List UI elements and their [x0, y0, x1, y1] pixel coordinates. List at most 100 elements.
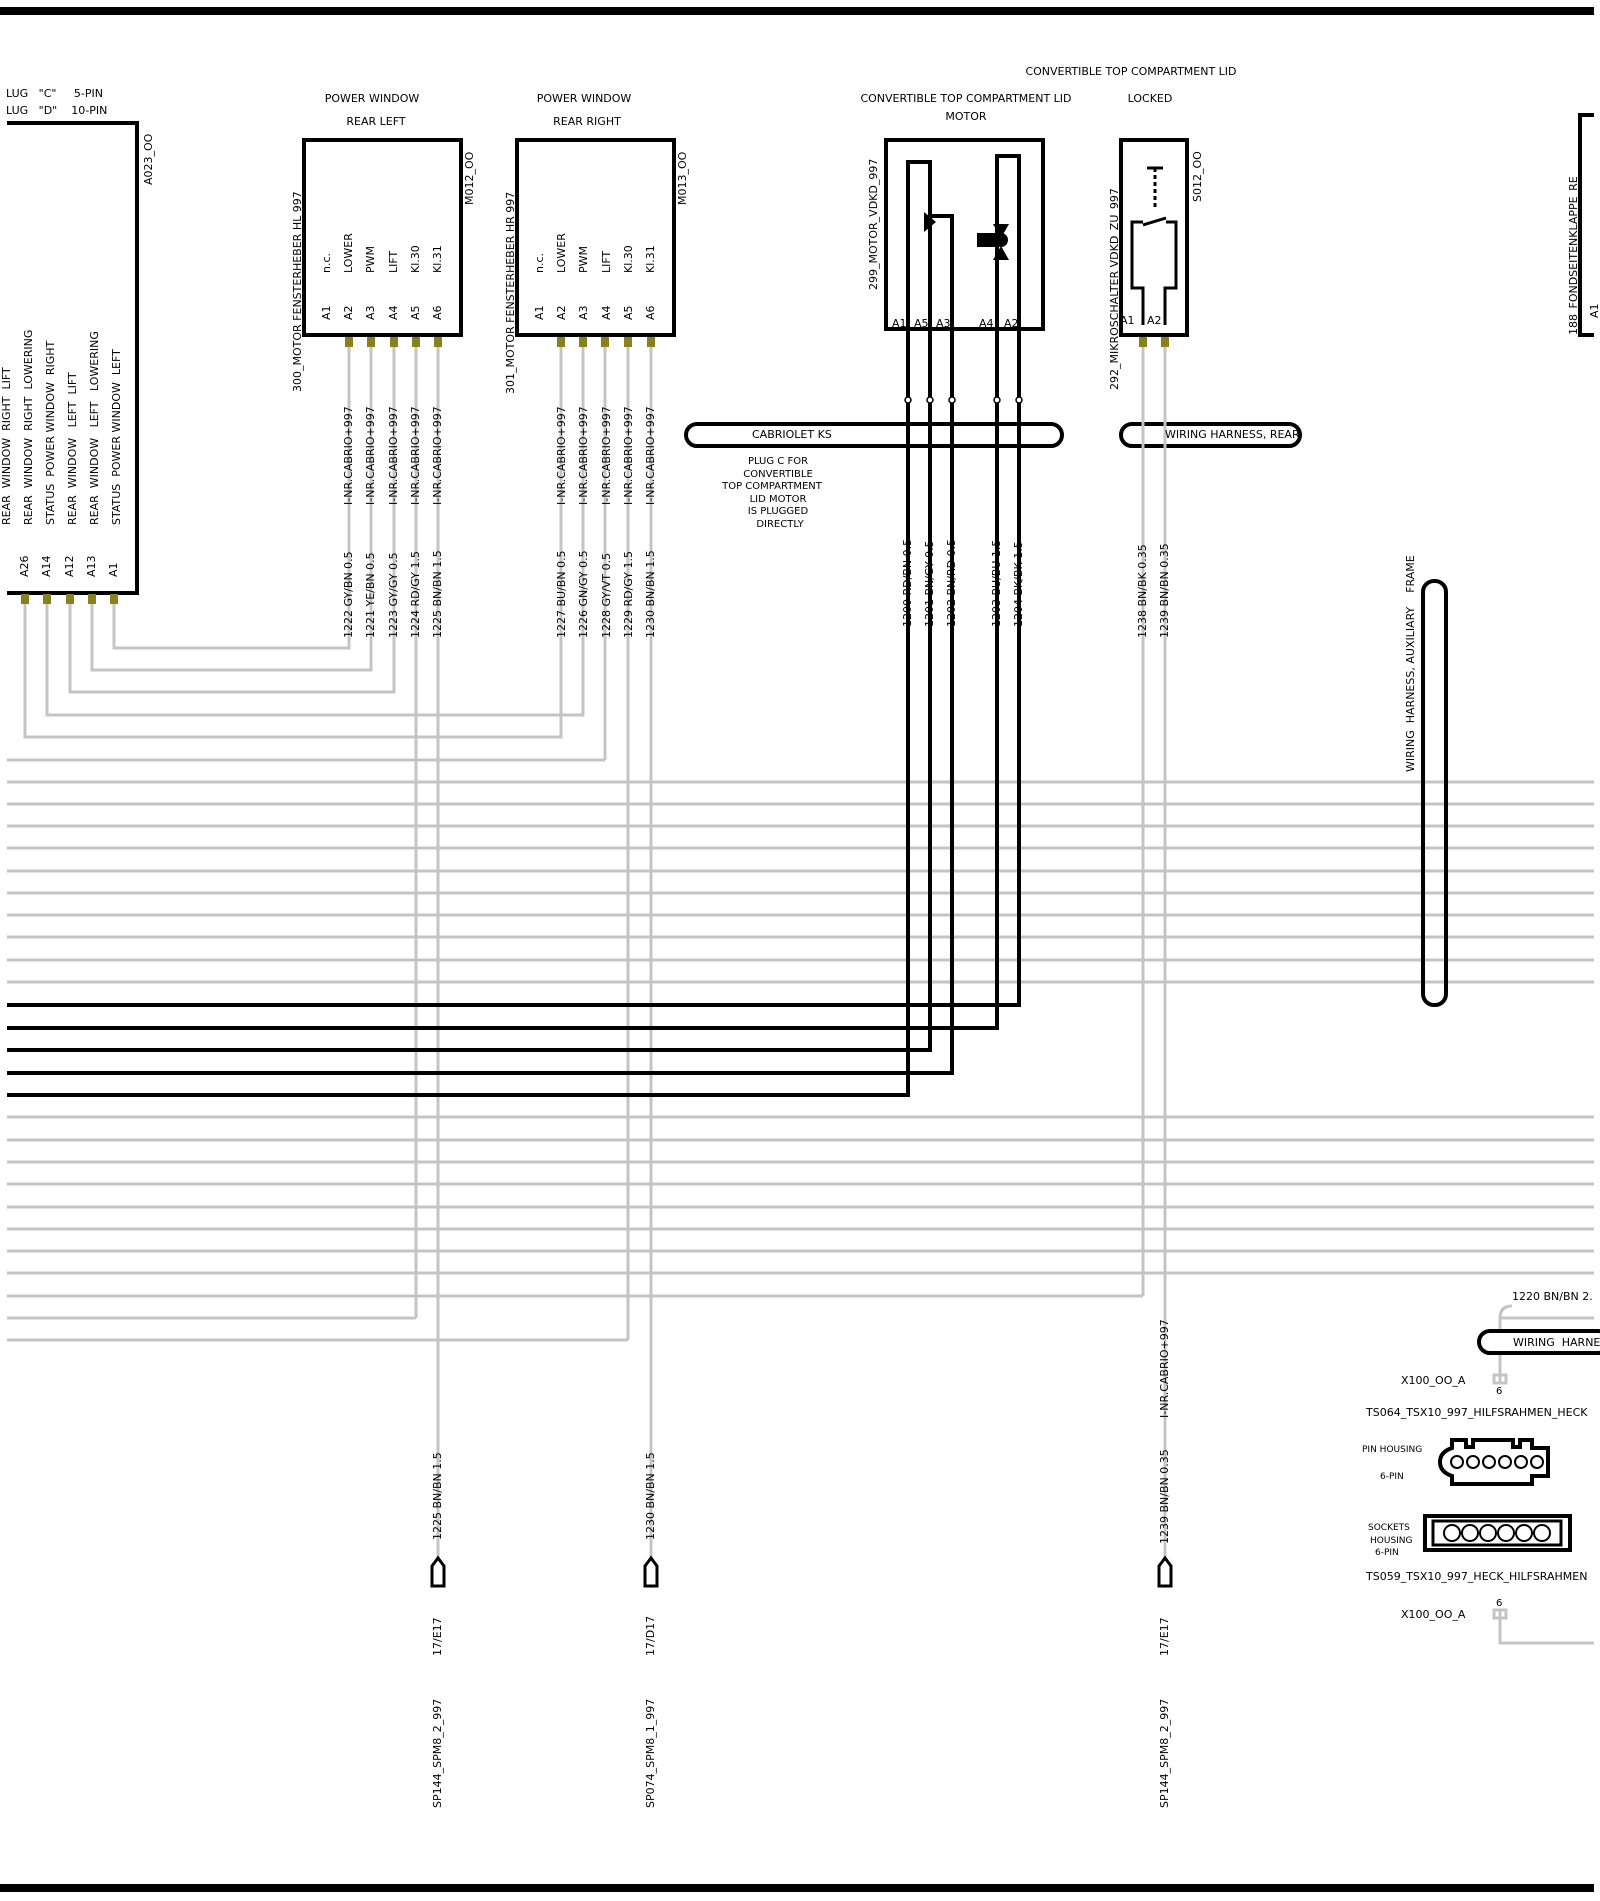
bottom-border	[0, 1884, 1594, 1892]
motor-wire-1202: 1202 BN/RD 0.5	[945, 539, 958, 627]
m012-harness-2: I-NR.CABRIO+997	[364, 406, 377, 505]
sockets-label-3: 6-PIN	[1375, 1548, 1399, 1558]
splice-1230: 1230 BN/BN 1.5 17/D17 SP074_SPM8_1_997	[643, 1452, 659, 1808]
s012-harness-label: WIRING HARNESS, REAR	[1165, 428, 1300, 441]
m013-signal-lower: LOWER	[555, 233, 568, 273]
splice-1230-ref: 17/D17	[644, 1616, 657, 1656]
m013-signal-lift: LIFT	[600, 250, 613, 273]
m013-harness-2: I-NR.CABRIO+997	[577, 406, 590, 505]
lug-c-label: LUG "C" 5-PIN	[6, 87, 103, 100]
cabriolet-harness: CABRIOLET KS PLUG C FOR CONVERTIBLE TOP …	[684, 422, 1064, 530]
s012-title-1: CONVERTIBLE TOP COMPARTMENT LID	[1025, 65, 1236, 78]
s012-name: 292_MIKROSCHALTER VDKD_ZU_997	[1108, 188, 1121, 390]
splice-1230-name: SP074_SPM8_1_997	[644, 1699, 657, 1808]
motor-title-1: CONVERTIBLE TOP COMPARTMENT LID	[860, 92, 1071, 105]
splice-1239-ref: 17/E17	[1158, 1617, 1171, 1656]
splice-1225-name: SP144_SPM8_2_997	[431, 1699, 444, 1808]
splice-1239-wire: 1239 BN/BN 0.35	[1158, 1449, 1171, 1544]
m012-pin-markers	[345, 337, 442, 347]
m012-harness-5: I-NR.CABRIO+997	[431, 406, 444, 505]
cabriolet-note-3: TOP COMPARTMENT	[721, 481, 823, 492]
m012-signal-nc: n.c.	[320, 253, 333, 273]
m012-wire-1222: 1222 GY/BN 0.5	[342, 551, 355, 638]
m012-harness-3: I-NR.CABRIO+997	[387, 406, 400, 505]
pin-housing-label-1: PIN HOUSING	[1362, 1445, 1422, 1455]
motor-name: 299_MOTOR_VDKD_997	[867, 159, 880, 290]
fondseitenklappe: 188_FONDSEITENKLAPPE_RE A1	[1567, 113, 1600, 337]
m013-pin-markers	[557, 337, 655, 347]
m012-pin-a1: A1	[320, 305, 333, 320]
m012-signal-pwm: PWM	[364, 246, 377, 273]
m013-title-1: POWER WINDOW	[537, 92, 632, 105]
splice-1230-wire: 1230 BN/BN 1.5	[644, 1452, 657, 1540]
top-border	[0, 7, 1594, 15]
m013-pin-a6: A6	[644, 305, 657, 320]
pin6-bottom: 6	[1496, 1598, 1502, 1609]
control-unit-a023: A023_OO REAR WINDOW RIGHT LIFT REAR WIND…	[0, 121, 155, 604]
s012-wire-1238: 1238 BN/BK 0.35	[1136, 544, 1149, 638]
sockets-housing-icon	[1423, 1514, 1572, 1552]
cabriolet-note-5: IS PLUGGED	[748, 506, 809, 517]
splice-1225-terminal-icon	[430, 1555, 446, 1588]
m012-code: M012_OO	[463, 151, 476, 205]
motor-wire-dots	[904, 396, 1023, 404]
splice-1239-name: SP144_SPM8_2_997	[1158, 1699, 1171, 1808]
sockets-label-2: HOUSING	[1370, 1536, 1413, 1546]
splice-1230-terminal-icon	[643, 1555, 659, 1588]
m013-pin-a1: A1	[533, 305, 546, 320]
m013-pin-a2: A2	[555, 305, 568, 320]
motor-wire-1203: 1203 BU/BU 1.5	[990, 540, 1003, 627]
m012-title-1: POWER WINDOW	[325, 92, 420, 105]
motor-title-2: MOTOR	[945, 110, 987, 123]
a023-signal-4: REAR WINDOW LEFT LIFT	[66, 372, 79, 525]
m012-wire-1225: 1225 BN/BN 1.5	[431, 550, 444, 638]
m012-harness-1: I-NR.CABRIO+997	[342, 406, 355, 505]
a023-pin-a1: A1	[107, 562, 120, 577]
m013-name: 301_MOTOR FENSTERHEBER HR 997	[504, 192, 517, 394]
motor-wire-bus	[7, 330, 1021, 1097]
m013-signal-kl30: Kl.30	[622, 245, 635, 273]
m013-signal-pwm: PWM	[577, 246, 590, 273]
lug-d-label: LUG "D" 10-PIN	[6, 104, 107, 117]
cabriolet-note-2: CONVERTIBLE	[743, 469, 813, 480]
x100-top: X100_OO_A	[1401, 1374, 1466, 1387]
motor-actuator-icon	[977, 224, 1009, 260]
m012-pin-a3: A3	[364, 305, 377, 320]
pin-housing-icon	[1437, 1438, 1550, 1486]
a023-signal-1: REAR WINDOW RIGHT LIFT	[0, 367, 13, 525]
a023-pin-a13: A13	[85, 555, 98, 577]
m012-pin-a2: A2	[342, 305, 355, 320]
m013-code: M013_OO	[676, 151, 689, 205]
motor-pin-a2: A2	[1004, 317, 1019, 330]
ts059-label: TS059_TSX10_997_HECK_HILFSRAHMEN	[1365, 1570, 1587, 1583]
aux-frame-label: WIRING HARNESS, AUXILIARY FRAME	[1404, 555, 1417, 772]
pin6-top: 6	[1496, 1386, 1502, 1397]
a023-pin-a26: A26	[18, 555, 31, 577]
fondseiten-pin: A1	[1588, 303, 1600, 318]
harness-right-label: WIRING HARNE	[1513, 1336, 1600, 1349]
a023-signal-2: REAR WINDOW RIGHT LOWERING	[22, 330, 35, 525]
m012-harness-4: I-NR.CABRIO+997	[409, 406, 422, 505]
motor-wire-1204: 1204 BK/BK 1.5	[1012, 541, 1025, 627]
m012-signal-lower: LOWER	[342, 233, 355, 273]
m012-signal-kl30: Kl.30	[409, 245, 422, 273]
m013-wire-1228: 1228 GY/VT 0.5	[600, 553, 613, 638]
s012-code: S012_OO	[1191, 151, 1204, 202]
a023-signal-3: STATUS POWER WINDOW RIGHT	[44, 340, 57, 525]
convertible-top-motor: CONVERTIBLE TOP COMPARTMENT LID MOTOR 29…	[860, 92, 1071, 627]
motor-m012: POWER WINDOW REAR LEFT M012_OO 300_MOTOR…	[291, 92, 476, 638]
a023-signal-6: STATUS POWER WINDOW LEFT	[110, 349, 123, 525]
wire-1220-label: 1220 BN/BN 2.	[1512, 1290, 1593, 1303]
fondseiten-name: 188_FONDSEITENKLAPPE_RE	[1567, 176, 1580, 335]
m013-harness-3: I-NR.CABRIO+997	[600, 406, 613, 505]
m013-signal-nc: n.c.	[533, 253, 546, 273]
micro-switch-s012: CONVERTIBLE TOP COMPARTMENT LID LOCKED S…	[1025, 65, 1302, 638]
m013-pin-a5: A5	[622, 305, 635, 320]
m013-harness-1: I-NR.CABRIO+997	[555, 406, 568, 505]
motor-pin-a5: A5	[914, 317, 929, 330]
a023-pin-markers	[21, 594, 118, 604]
m012-pin-a5: A5	[409, 305, 422, 320]
m012-title-2: REAR LEFT	[346, 115, 405, 128]
m012-pin-a4: A4	[387, 305, 400, 320]
